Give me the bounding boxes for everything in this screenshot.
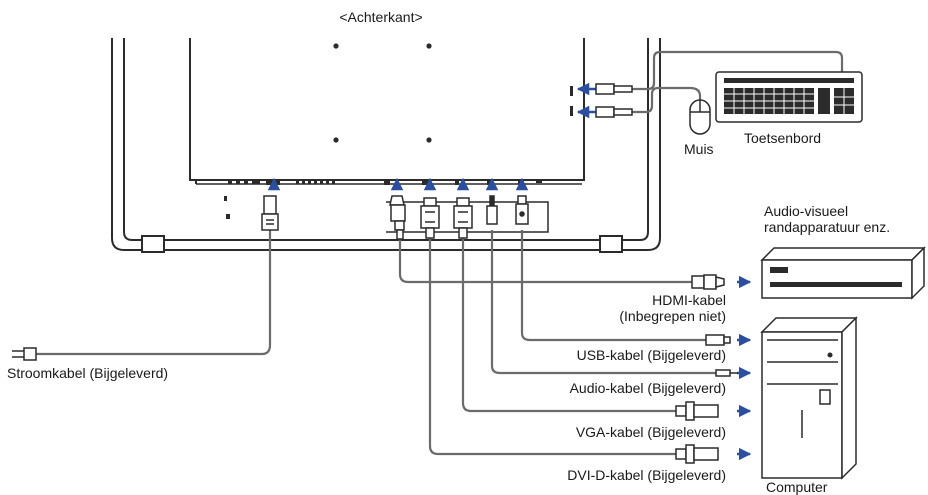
monitor-side-plugs [261,195,529,240]
mouse-illustration [689,99,711,135]
vesa-mount-holes [333,43,432,143]
av-device-label-line2: randapparatuur enz. [764,219,891,235]
input-arrows [267,82,752,461]
computer-illustration [760,316,858,480]
monitor-back [111,38,661,253]
hdmi-cable-label-line2: (Inbegrepen niet) [619,308,726,324]
hdmi-cable-label-line1: HDMI-kabel [652,292,726,308]
far-end-plugs [12,83,738,464]
diagram-title: <Achterkant> [339,9,423,25]
power-cable-label: Stroomkabel (Bijgeleverd) [7,365,169,381]
usb-cable-label: USB-kabel (Bijgeleverd) [576,347,726,363]
dvi-cable-label: DVI-D-kabel (Bijgeleverd) [567,467,726,483]
av-device-illustration [760,246,926,300]
audio-cable-label: Audio-kabel (Bijgeleverd) [569,380,726,396]
computer-label: Computer [766,479,828,495]
keyboard-illustration [715,71,863,123]
av-device-label-line1: Audio-visueel [764,203,849,219]
cables [36,50,844,456]
vga-cable-label: VGA-kabel (Bijgeleverd) [575,424,726,440]
keyboard-label: Toetsenbord [744,130,822,146]
mouse-label: Muis [684,141,714,157]
